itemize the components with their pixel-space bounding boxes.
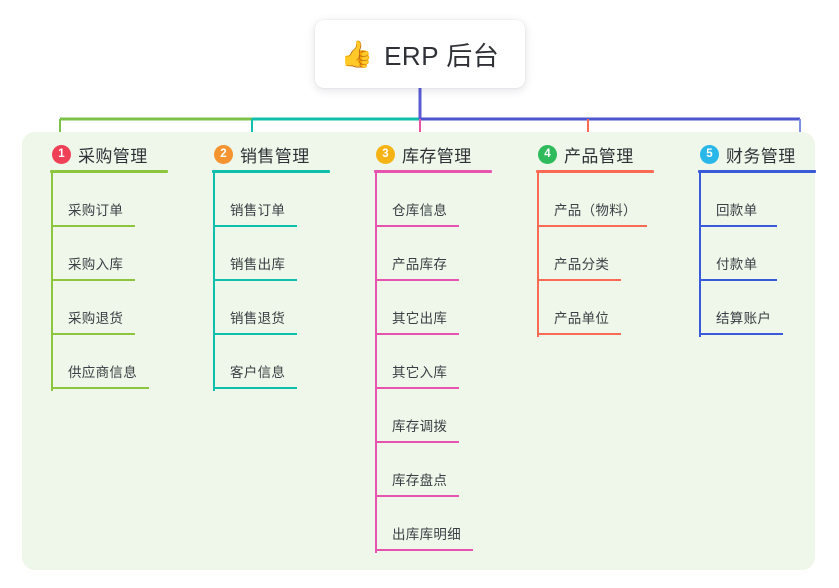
thumbs-up-icon: 👍 [340, 39, 374, 69]
column-header-2[interactable]: 2 销售管理 [214, 142, 310, 167]
leaf-rule [375, 279, 459, 281]
leaf-label: 其它出库 [392, 311, 448, 326]
leaf-rule [51, 387, 149, 389]
leaf-item[interactable]: 产品单位 [537, 281, 621, 335]
leaf-rule [699, 333, 783, 335]
leaf-item[interactable]: 库存盘点 [375, 443, 459, 497]
column-header-5[interactable]: 5 财务管理 [700, 142, 796, 167]
leaf-item[interactable]: 产品（物料） [537, 173, 647, 227]
column-spine-2 [213, 173, 215, 391]
leaf-rule [213, 387, 297, 389]
leaf-rule [213, 279, 297, 281]
column-spine-3 [375, 173, 377, 553]
leaf-rule [375, 549, 473, 551]
leaf-label: 产品（物料） [554, 203, 637, 218]
leaf-rule [537, 225, 647, 227]
leaf-item[interactable]: 产品分类 [537, 227, 621, 281]
root-title: ERP 后台 [384, 40, 500, 71]
leaf-item[interactable]: 仓库信息 [375, 173, 459, 227]
column-rule-2 [212, 170, 330, 173]
leaf-rule [375, 225, 459, 227]
column-title-1: 采购管理 [78, 147, 148, 166]
column-title-4: 产品管理 [564, 147, 634, 166]
column-title-2: 销售管理 [240, 147, 310, 166]
root-node[interactable]: 👍 ERP 后台 [315, 20, 525, 88]
leaf-rule [213, 333, 297, 335]
leaf-item[interactable]: 结算账户 [699, 281, 783, 335]
leaf-label: 销售退货 [230, 311, 286, 326]
column-spine-1 [51, 173, 53, 391]
leaf-rule [375, 387, 459, 389]
leaf-item[interactable]: 其它入库 [375, 335, 459, 389]
column-badge-2: 2 [214, 145, 233, 164]
leaf-item[interactable]: 销售出库 [213, 227, 297, 281]
leaf-label: 销售出库 [230, 257, 286, 272]
leaf-label: 库存盘点 [392, 473, 448, 488]
leaf-label: 其它入库 [392, 365, 448, 380]
leaf-item[interactable]: 销售订单 [213, 173, 297, 227]
leaf-label: 采购订单 [68, 203, 124, 218]
leaf-rule [537, 279, 621, 281]
leaf-item[interactable]: 采购订单 [51, 173, 135, 227]
column-spine-5 [699, 173, 701, 337]
leaf-item[interactable]: 供应商信息 [51, 335, 149, 389]
leaf-label: 结算账户 [716, 311, 772, 326]
leaf-rule [51, 333, 135, 335]
column-spine-4 [537, 173, 539, 337]
leaf-item[interactable]: 销售退货 [213, 281, 297, 335]
column-title-3: 库存管理 [402, 147, 472, 166]
leaf-label: 出库库明细 [392, 527, 461, 542]
branches-panel: 1 采购管理采购订单采购入库采购退货供应商信息 2 销售管理销售订单销售出库销售退货客… [22, 132, 816, 570]
column-rule-3 [374, 170, 492, 173]
leaf-label: 回款单 [716, 203, 758, 218]
column-rule-1 [50, 170, 168, 173]
leaf-rule [375, 441, 459, 443]
leaf-label: 付款单 [716, 257, 758, 272]
leaf-rule [699, 225, 777, 227]
leaf-label: 仓库信息 [392, 203, 448, 218]
leaf-rule [51, 279, 135, 281]
column-title-5: 财务管理 [726, 147, 796, 166]
leaf-rule [375, 333, 459, 335]
leaf-label: 库存调拨 [392, 419, 448, 434]
column-rule-5 [698, 170, 816, 173]
leaf-rule [213, 225, 297, 227]
leaf-item[interactable]: 其它出库 [375, 281, 459, 335]
column-header-4[interactable]: 4 产品管理 [538, 142, 634, 167]
leaf-item[interactable]: 产品库存 [375, 227, 459, 281]
leaf-label: 产品库存 [392, 257, 448, 272]
leaf-label: 采购入库 [68, 257, 124, 272]
column-badge-4: 4 [538, 145, 557, 164]
column-badge-5: 5 [700, 145, 719, 164]
leaf-rule [375, 495, 459, 497]
root-node-content: 👍 ERP 后台 [341, 36, 500, 73]
column-rule-4 [536, 170, 654, 173]
leaf-item[interactable]: 采购退货 [51, 281, 135, 335]
column-header-1[interactable]: 1 采购管理 [52, 142, 148, 167]
leaf-label: 产品分类 [554, 257, 610, 272]
leaf-item[interactable]: 回款单 [699, 173, 777, 227]
column-header-3[interactable]: 3 库存管理 [376, 142, 472, 167]
column-badge-3: 3 [376, 145, 395, 164]
leaf-item[interactable]: 客户信息 [213, 335, 297, 389]
leaf-label: 销售订单 [230, 203, 286, 218]
leaf-label: 采购退货 [68, 311, 124, 326]
leaf-rule [699, 279, 777, 281]
leaf-label: 客户信息 [230, 365, 286, 380]
leaf-item[interactable]: 出库库明细 [375, 497, 473, 551]
leaf-item[interactable]: 付款单 [699, 227, 777, 281]
column-badge-1: 1 [52, 145, 71, 164]
leaf-label: 产品单位 [554, 311, 610, 326]
leaf-item[interactable]: 库存调拨 [375, 389, 459, 443]
leaf-item[interactable]: 采购入库 [51, 227, 135, 281]
leaf-rule [51, 225, 135, 227]
leaf-rule [537, 333, 621, 335]
leaf-label: 供应商信息 [68, 365, 137, 380]
